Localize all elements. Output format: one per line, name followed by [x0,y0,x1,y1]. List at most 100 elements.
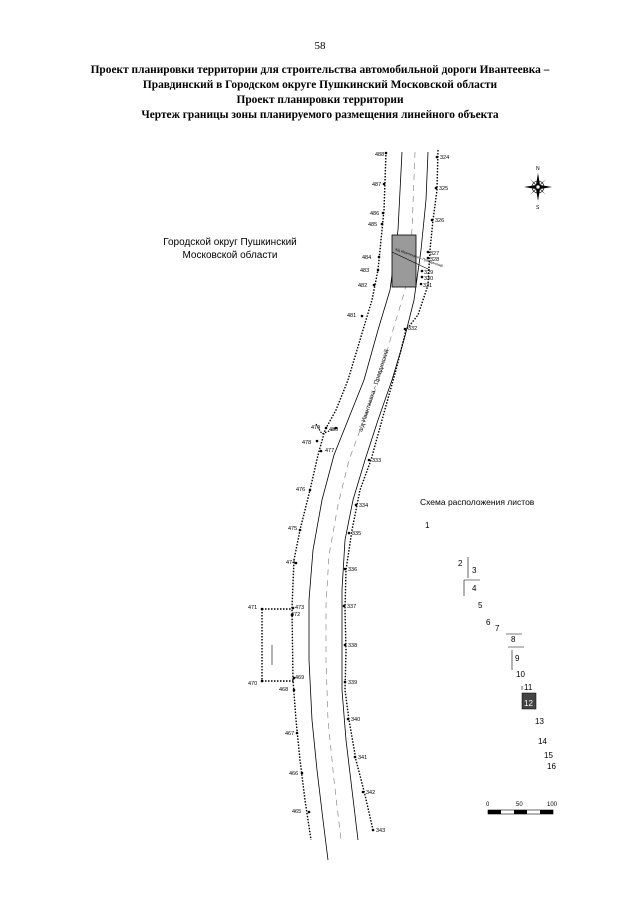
crossing-line [391,251,431,271]
boundary-point: 480 [329,426,338,433]
point-label: 324 [440,155,449,161]
road-label: а/д Ивантеевка – Правдинский [357,349,390,433]
boundary-point: 334 [354,503,368,509]
boundary-point: 472 [290,612,300,618]
boundary-point: 487 [372,182,386,188]
point-dot [315,439,319,443]
point-dot [420,275,424,279]
sheet-number: 3 [472,566,477,575]
page-number: 58 [314,40,326,52]
point-dot [292,676,296,680]
point-label: 478 [302,440,311,446]
point-label: 343 [376,828,385,834]
scale-label-50: 50 [516,802,523,808]
boundary-point: 325 [434,186,448,192]
boundary-point: 465 [292,809,311,815]
sheet-number: 5 [478,601,483,610]
building-footprint [391,234,417,288]
scale-bar-segment [488,810,501,814]
sheet-number: 9 [515,654,520,663]
point-label: 331 [423,283,432,289]
district-label: Городской округ Пушкинский Московской об… [150,236,310,262]
boundary-point: 340 [346,717,360,723]
point-dot [372,283,376,287]
point-dot [426,256,430,260]
point-dot [342,604,346,608]
point-label: 484 [362,255,371,261]
point-dot [403,327,407,331]
scale-bar-segment [514,810,527,814]
boundary-point: 485 [368,222,384,228]
point-label: 479 [311,425,320,431]
point-dot [361,790,365,794]
boundary-point: 484 [362,255,381,261]
point-label: 483 [360,268,369,274]
point-dot [291,606,295,610]
point-dot [382,182,386,186]
sheet-number: 10 [516,670,525,679]
scale-bar-segment [540,810,553,814]
point-dot [343,680,347,684]
point-label: 473 [295,605,304,611]
boundary-point: 478 [302,439,319,446]
point-label: 476 [296,487,305,493]
boundary-point: 329 [420,269,433,276]
boundary-point: 333 [367,458,381,464]
point-dot [384,151,388,155]
point-label: 326 [435,218,444,224]
boundary-point: 342 [361,790,375,796]
point-label: 333 [372,458,381,464]
point-label: 467 [285,731,294,737]
boundary-point: 324 [435,155,449,161]
boundary-point: 483 [360,268,380,274]
boundary-point: 473 [291,605,304,611]
point-label: 334 [359,503,368,509]
boundary-point: 328 [426,256,439,263]
point-label: 341 [358,755,367,761]
scale-bar: 0 50 100 [486,802,558,815]
sheet-frames [463,557,524,690]
point-label: 336 [348,567,357,573]
sheet-number: 8 [511,635,516,644]
district-label-line-1: Городской округ Пушкинский [163,237,297,248]
point-dot [430,218,434,222]
boundary-point: 488 [375,151,388,158]
point-label: 485 [368,222,377,228]
point-label: 468 [279,687,288,693]
boundary-point: 471 [248,605,264,611]
point-label: 482 [358,283,367,289]
point-label: 469 [295,675,304,681]
boundary-point: 476 [296,487,312,493]
right-point-labels: 324 325 326 327 328 329 330 331 332 333 … [342,155,449,834]
boundary-offset-rectangle [261,608,294,682]
point-dot [319,449,323,453]
boundary-point: 474 [286,560,298,566]
left-point-labels: 488 487 486 485 484 483 482 481 480 479 … [248,151,388,815]
boundary-point: 477 [319,448,334,454]
point-dot [292,688,296,692]
compass-north-label: N [536,166,540,172]
sheet-number: 14 [538,737,547,746]
compass-rose-icon: N S [524,166,552,211]
point-dot [353,755,357,759]
point-label: 470 [248,681,257,687]
point-dot [346,717,350,721]
point-dot [435,155,439,159]
sheet-layout: 1 2 3 4 5 6 7 8 9 10 11 12 13 14 15 16 [425,521,556,771]
point-label: 471 [248,605,257,611]
boundary-point: 468 [279,687,296,693]
sheet-layout-title: Схема расположения листов [420,497,535,507]
boundary-point: 482 [358,283,376,289]
boundary-point: 336 [343,567,357,573]
sheet-number: 7 [495,624,500,633]
sheet-number: 6 [486,618,491,627]
point-label: 327 [430,251,439,257]
road-right-boundary [344,149,439,831]
point-label: 477 [325,448,334,454]
point-dot [290,613,294,617]
sheet-number: 15 [544,751,553,760]
boundary-point: 467 [285,731,299,737]
point-dot [260,607,264,611]
title-line-2: Правдинский в Городском округе Пушкински… [142,79,498,91]
